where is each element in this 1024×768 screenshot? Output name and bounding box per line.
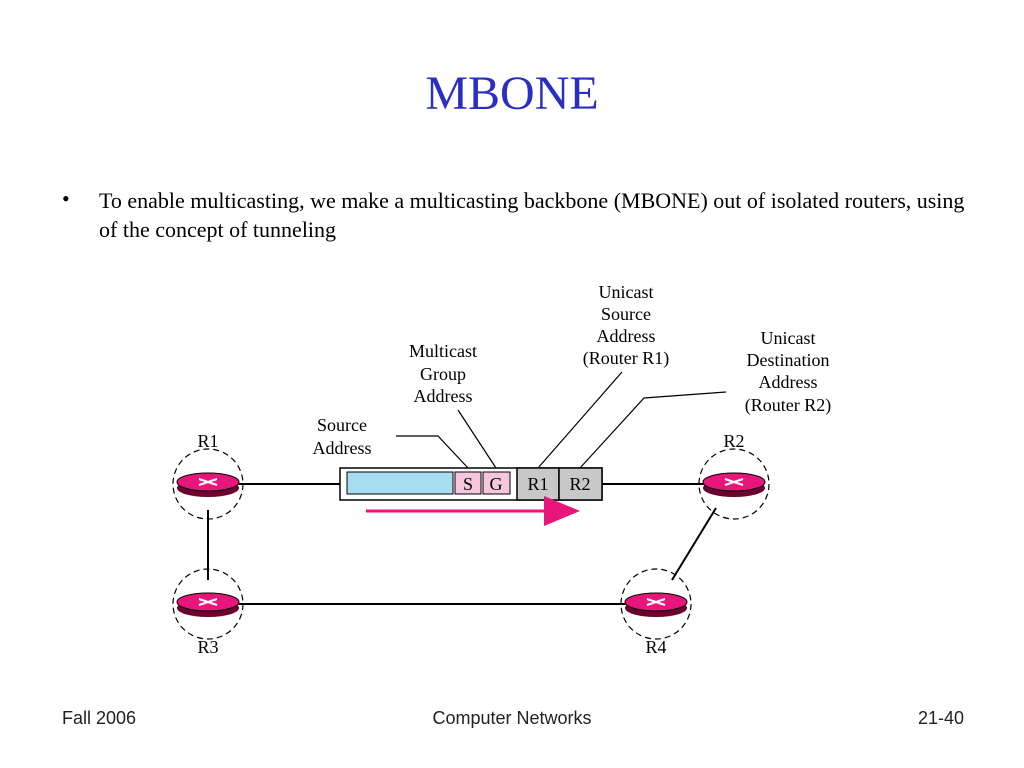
- router-r4: [620, 568, 692, 640]
- footer-center: Computer Networks: [432, 708, 592, 728]
- label-source-address-line2: Address: [313, 438, 372, 458]
- payload-field: [346, 471, 454, 495]
- label-unicast-destination-line4: (Router R2): [745, 395, 831, 416]
- label-unicast-source-line1: Unicast: [599, 282, 654, 302]
- router-r1: [172, 448, 244, 520]
- leader-multicast-group: [457, 409, 497, 469]
- encapsulated-packet: S G R1 R2: [339, 467, 603, 501]
- router-label-r3: R3: [197, 637, 218, 657]
- unicast-source-field-label: R1: [527, 474, 548, 494]
- router-label-r1: R1: [197, 431, 218, 451]
- group-field: [482, 471, 511, 495]
- leader-source-address: [396, 435, 469, 469]
- router-r2: [698, 448, 770, 520]
- label-unicast-destination-line1: Unicast: [761, 328, 816, 348]
- label-unicast-source-line2: Source: [601, 304, 651, 324]
- source-field: [454, 471, 482, 495]
- router-label-r4: R4: [645, 637, 666, 657]
- footer-right: 21-40: [917, 708, 964, 728]
- label-multicast-group-line3: Address: [414, 386, 473, 406]
- label-source-address-line1: Source: [317, 415, 367, 435]
- router-r3: [172, 568, 244, 640]
- label-unicast-destination-line2: Destination: [747, 350, 830, 370]
- bullet-symbol: •: [62, 186, 70, 211]
- label-multicast-group-line2: Group: [420, 364, 466, 384]
- bullet-text: To enable multicasting, we make a multic…: [99, 188, 965, 242]
- label-unicast-destination-line3: Address: [759, 372, 818, 392]
- router-label-r2: R2: [723, 431, 744, 451]
- leader-unicast-source: [537, 371, 623, 469]
- footer-left: Fall 2006: [62, 708, 137, 728]
- link-r4-r2: [671, 507, 717, 581]
- label-unicast-source-line4: (Router R1): [583, 348, 669, 369]
- source-field-label: S: [463, 474, 473, 494]
- slide-title: MBONE: [425, 67, 599, 120]
- label-unicast-source-line3: Address: [597, 326, 656, 346]
- leader-unicast-destination: [579, 391, 727, 469]
- unicast-destination-field-label: R2: [569, 474, 590, 494]
- group-field-label: G: [490, 474, 503, 494]
- label-multicast-group-line1: Multicast: [409, 341, 477, 361]
